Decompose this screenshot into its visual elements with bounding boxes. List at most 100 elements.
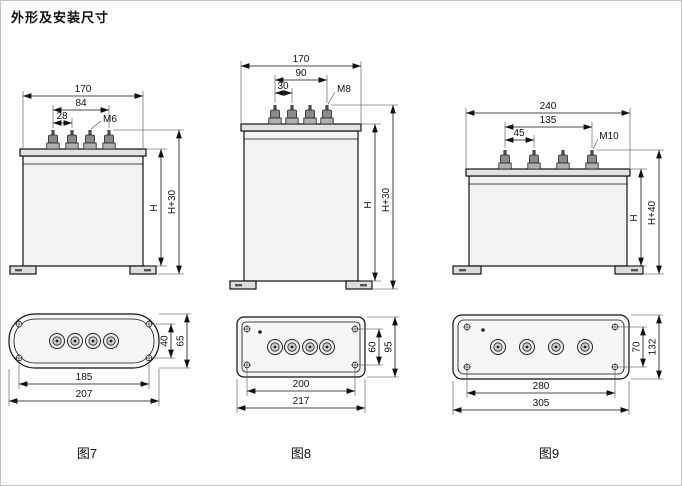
terminal-top — [267, 339, 283, 355]
terminal-bushing — [527, 149, 541, 170]
marking-dot — [481, 328, 485, 332]
fig9-dim-hole-rows: 70 — [619, 326, 647, 368]
dim-label: 200 — [293, 379, 310, 390]
capacitor-body — [468, 175, 628, 267]
terminal-top — [284, 339, 300, 355]
figure-caption: 图8 — [291, 446, 311, 461]
fig8-dim-depth: 95 — [367, 316, 399, 378]
dim-label: 185 — [76, 372, 93, 383]
figure-caption: 图9 — [539, 446, 559, 461]
fig7-top-view — [8, 313, 160, 369]
terminal-bushing — [102, 129, 116, 150]
fig7-dim-total-height: H+30 — [113, 129, 184, 275]
dim-label: H — [629, 214, 640, 221]
fig8-thread-callout: M8 — [327, 84, 351, 105]
terminal-bushing — [498, 149, 512, 170]
cover-outline — [452, 314, 630, 380]
dim-label: 65 — [176, 335, 187, 347]
figure-8: 170 90 30 M8 H H+30 — [229, 54, 399, 461]
terminal-top — [490, 339, 506, 355]
fig9-dim-hole-span: 280 — [466, 371, 616, 398]
dim-label: 45 — [513, 128, 525, 139]
dim-label: H+30 — [167, 189, 178, 214]
dim-label: 90 — [295, 68, 307, 79]
terminal-bushing — [65, 129, 79, 150]
fig9-dim-terminal-span: 135 — [504, 115, 593, 148]
capacitor-lid — [19, 148, 147, 157]
terminal-top — [319, 339, 335, 355]
dim-label: 28 — [56, 111, 68, 122]
dim-label: 207 — [76, 389, 93, 400]
capacitor-lid — [240, 123, 362, 132]
fig8-dim-overall-length: 217 — [236, 379, 366, 413]
fig8-top-view — [236, 316, 366, 378]
figure-caption: 图7 — [77, 446, 97, 461]
fig7-thread-callout: M6 — [90, 114, 117, 130]
terminal-bushing — [585, 149, 599, 170]
left-mounting-foot — [9, 265, 37, 275]
fig9-dim-terminal-pitch: 45 — [504, 128, 535, 148]
terminal-top — [103, 333, 119, 349]
fig7-dim-terminal-pitch: 28 — [52, 111, 73, 128]
terminal-top — [85, 333, 101, 349]
thread-label: M10 — [599, 131, 619, 142]
capacitor-lid — [465, 168, 631, 177]
terminal-bushing — [285, 104, 299, 125]
capacitor-body — [243, 130, 359, 282]
terminal-top — [302, 339, 318, 355]
fig9-dim-total-height: H+40 — [597, 149, 664, 275]
fig9-top-view — [452, 314, 630, 380]
dim-label: 217 — [293, 396, 310, 407]
dim-label: H — [363, 201, 374, 208]
thread-label: M6 — [103, 114, 117, 125]
left-mounting-foot — [229, 280, 257, 290]
terminal-bushing — [556, 149, 570, 170]
dim-label: 30 — [277, 81, 289, 92]
fig8-dim-total-height: H+30 — [331, 104, 398, 290]
fig7-dim-hole-span: 185 — [18, 362, 150, 389]
dim-label: H+30 — [381, 187, 392, 212]
fig9-thread-callout: M10 — [592, 131, 619, 150]
fig7-front-view — [9, 129, 157, 275]
fig7-dim-overall-length: 207 — [8, 369, 160, 406]
dim-label: 170 — [75, 84, 92, 95]
dim-label: 95 — [384, 341, 395, 353]
fig9-dim-overall-length: 305 — [452, 381, 630, 415]
fig9-dim-body-height: H — [628, 168, 647, 267]
terminal-top — [49, 333, 65, 349]
figure-9: 240 135 45 M10 H H+40 — [452, 101, 664, 461]
dim-label: 280 — [533, 381, 550, 392]
cover-outline — [8, 313, 160, 369]
terminal-top — [67, 333, 83, 349]
dim-label: 84 — [75, 98, 87, 109]
terminal-bushing — [320, 104, 334, 125]
dim-label: 305 — [533, 398, 550, 409]
fig7-dim-hole-rows: 40 — [153, 323, 175, 359]
terminal-bushing — [268, 104, 282, 125]
terminal-top — [548, 339, 564, 355]
fig8-dim-hole-rows: 60 — [359, 328, 383, 366]
cover-outline — [236, 316, 366, 378]
fig7-dim-depth: 65 — [159, 313, 191, 369]
terminal-top — [519, 339, 535, 355]
page-title: 外形及安装尺寸 — [10, 10, 109, 25]
fig8-dim-hole-span: 200 — [246, 369, 356, 396]
dim-label: 135 — [540, 115, 557, 126]
right-mounting-foot — [129, 265, 157, 275]
left-mounting-foot — [452, 265, 482, 275]
terminal-top — [577, 339, 593, 355]
right-mounting-foot — [614, 265, 644, 275]
fig9-dim-overall-width: 240 — [465, 101, 631, 168]
fig8-dim-overall-width: 170 — [240, 54, 362, 123]
fig8-dim-body-height: H — [360, 123, 381, 282]
dim-label: 240 — [540, 101, 557, 112]
fig8-dim-terminal-pitch: 30 — [274, 81, 293, 103]
marking-dot — [258, 330, 262, 334]
terminal-bushing — [303, 104, 317, 125]
dim-label: H+40 — [647, 200, 658, 225]
terminal-bushing — [83, 129, 97, 150]
fig9-dim-depth: 132 — [631, 314, 663, 380]
terminal-bushing — [46, 129, 60, 150]
dim-label: H — [149, 204, 160, 211]
